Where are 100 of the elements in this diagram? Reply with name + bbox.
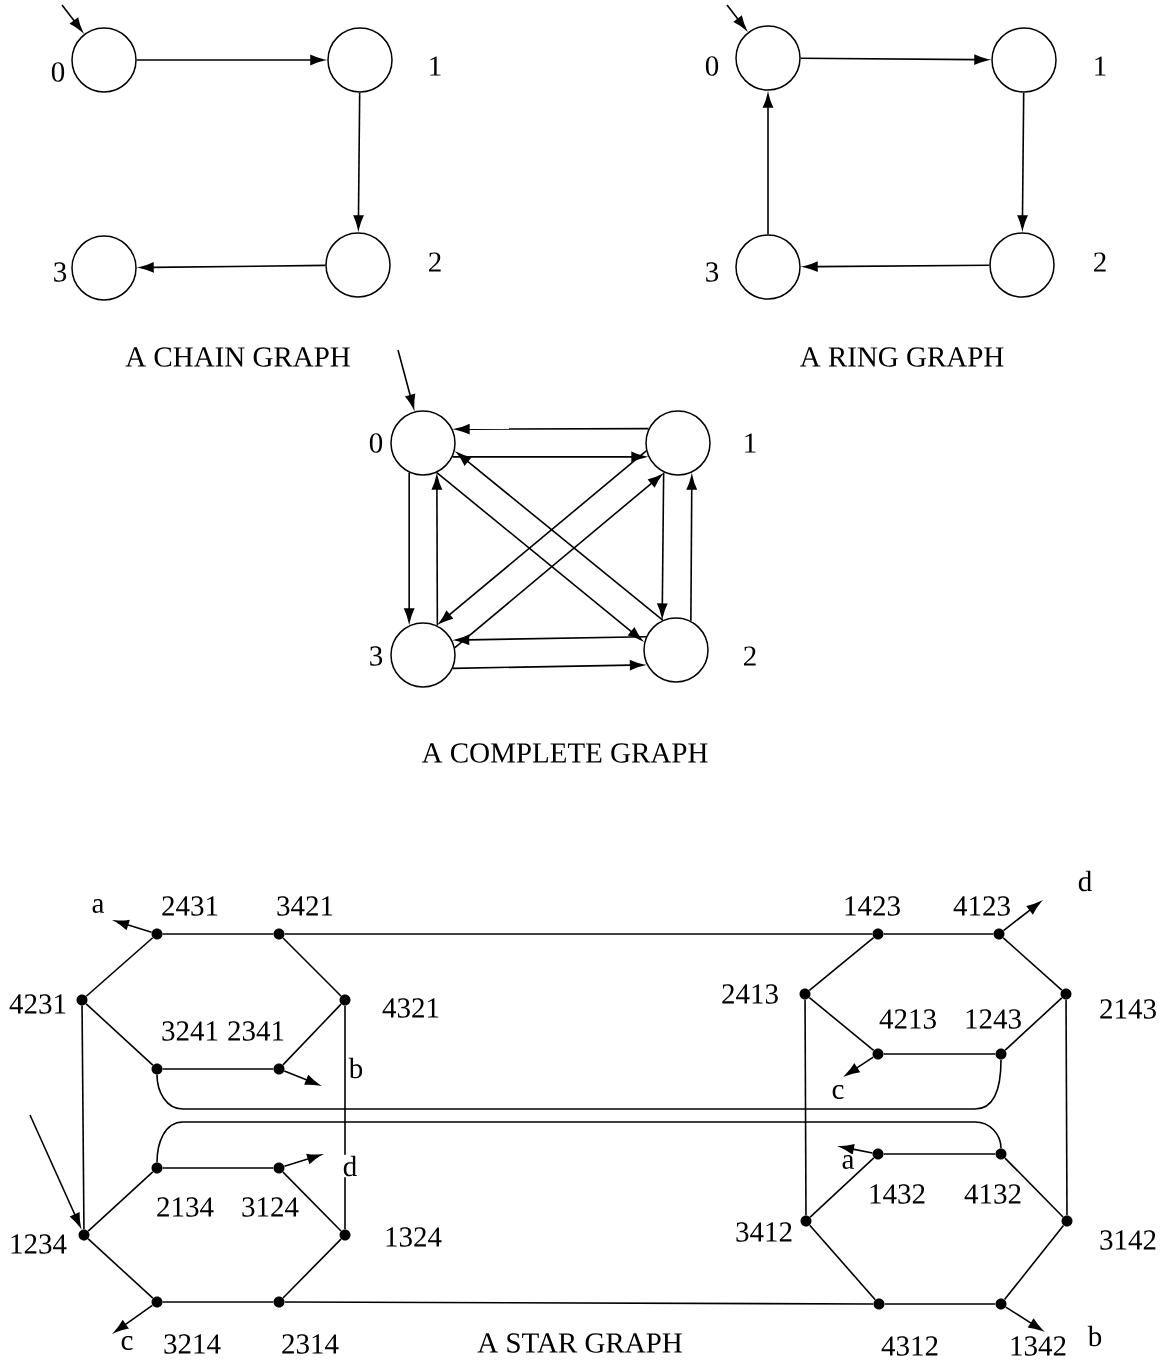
connector-line (808, 936, 875, 992)
connector-line (85, 936, 154, 998)
vertex-label: 4231 (9, 994, 66, 1014)
graph-caption: A COMPLETE GRAPH (421, 743, 708, 763)
vertex-label: 0 (705, 56, 719, 76)
vertex-label: 2143 (1100, 999, 1156, 1019)
connector-line (1004, 997, 1063, 1051)
arrow (686, 475, 697, 622)
vertex-label: 4321 (382, 998, 439, 1018)
vertex-label: 3241 (162, 1021, 218, 1041)
connector-line (161, 1068, 275, 1070)
vertex-label: 1432 (870, 1184, 925, 1204)
connector-line (883, 1303, 997, 1305)
arrow (803, 261, 991, 272)
graph-caption: A STAR GRAPH (477, 1333, 682, 1353)
connector-line (161, 1167, 275, 1169)
vertex-label: 2431 (162, 896, 218, 916)
connector-line (1003, 1224, 1065, 1301)
connector-line (156, 1058, 1002, 1110)
connector-line (85, 1003, 154, 1066)
edge-label: c (830, 1084, 846, 1100)
vertex-label: 2413 (722, 984, 778, 1004)
arrow (799, 54, 989, 65)
connector-line (282, 1003, 342, 1066)
connector-line (156, 1121, 1002, 1164)
arrow (114, 920, 153, 934)
vertex-label: 0 (51, 62, 65, 82)
arrow (455, 634, 647, 645)
vertex-label: 1324 (386, 1227, 442, 1247)
connector-line (282, 1238, 342, 1299)
arrow (61, 4, 83, 32)
vertex-label: 3412 (736, 1222, 792, 1242)
vertex-label: 2341 (228, 1021, 284, 1041)
vertex-label: 1342 (1011, 1336, 1066, 1356)
arrow (436, 471, 643, 641)
connector-line (808, 996, 875, 1052)
connector-line (1065, 998, 1068, 1217)
arrow (283, 1070, 320, 1086)
arrow (397, 349, 416, 409)
vertex-label: 1 (745, 433, 756, 453)
vertex-label: 2 (744, 646, 756, 666)
connector-line (282, 1171, 342, 1232)
connector-line (882, 1053, 997, 1055)
connector-line (283, 1301, 875, 1305)
vertex-label: 3 (370, 646, 383, 666)
connector-line (882, 933, 995, 935)
vertex-label: 3 (54, 262, 67, 282)
edge-label: c (119, 1335, 135, 1351)
arrow (451, 451, 646, 462)
connector-line (283, 933, 874, 935)
connector-line (161, 1301, 275, 1303)
edge-label: a (90, 898, 106, 914)
vertex-label: 4123 (953, 896, 1010, 916)
connector-line (87, 1238, 154, 1299)
connector-line (808, 1224, 877, 1301)
arrow (438, 450, 648, 624)
connector-line (804, 998, 807, 1217)
vertex-label: 1243 (966, 1009, 1021, 1029)
vertex-label: 4132 (964, 1184, 1021, 1204)
vertex-label: 2 (429, 252, 441, 272)
edge-label: d (1076, 869, 1094, 893)
vertex-label: 1234 (11, 1234, 67, 1254)
vertex-label: 3421 (277, 896, 333, 916)
vertex-label: 4213 (879, 1009, 936, 1029)
graph-caption: A CHAIN GRAPH (125, 347, 350, 367)
arrow (452, 660, 644, 671)
graph-caption: A RING GRAPH (799, 347, 1004, 367)
arrow (657, 471, 668, 618)
arrow (431, 475, 442, 627)
connector-line (809, 1157, 875, 1218)
arrow (763, 93, 773, 236)
vertex-label: 3214 (164, 1334, 221, 1354)
arrow (1017, 91, 1028, 230)
arrow (454, 474, 663, 649)
arrow (353, 91, 364, 230)
vertex-label: 1423 (845, 896, 900, 916)
arrow (455, 424, 650, 435)
vertex-label: 2 (1094, 252, 1106, 272)
arrow (1002, 901, 1041, 932)
vertex-label: 0 (369, 433, 383, 453)
edge-label: b (347, 1056, 365, 1080)
edge-label: d (341, 1154, 359, 1178)
vertex-label: 2134 (157, 1197, 214, 1217)
connector-line (882, 1153, 997, 1155)
connector-line (81, 1004, 85, 1231)
arrow (456, 452, 664, 621)
arrow (283, 1154, 322, 1168)
connector-line (161, 933, 275, 935)
connector-line (282, 937, 342, 997)
arrow (29, 1114, 81, 1228)
vertex-label: 3124 (242, 1197, 299, 1217)
edge-label: b (1086, 1324, 1104, 1348)
edge-label: a (840, 1154, 856, 1170)
connector-line (87, 1171, 154, 1232)
vertex-label: 1 (430, 56, 441, 76)
arrow (135, 55, 325, 65)
connector-line (344, 1004, 346, 1231)
arrow (114, 1304, 154, 1333)
arrow (1005, 1306, 1043, 1331)
vertex-label: 2314 (282, 1334, 339, 1354)
